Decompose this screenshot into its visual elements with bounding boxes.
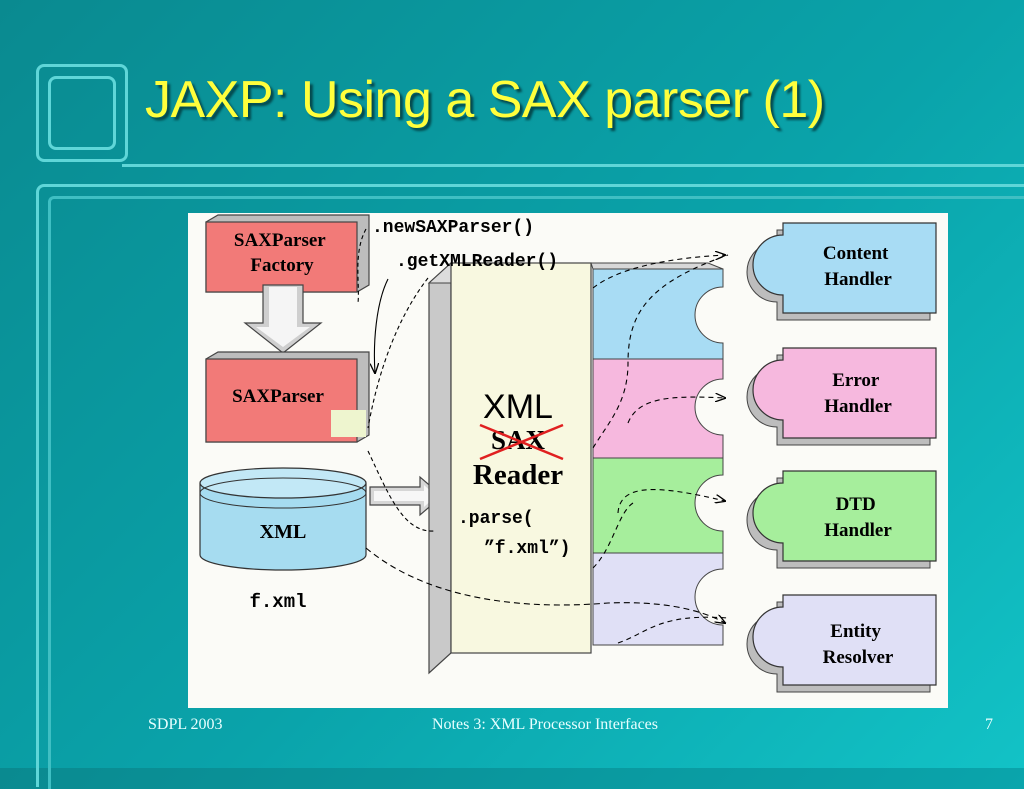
parser-call-line: [367, 277, 429, 429]
frame-inner-top: [48, 76, 116, 150]
reader-call-line: [367, 450, 435, 532]
dtd-handler-label: DTD Handler: [824, 494, 892, 541]
sax-diagram: SAXParser Factory SAXParser XML f.xml XM…: [199, 214, 937, 693]
frame-outer-bottom: [36, 184, 1024, 787]
error-handler-line1: Error: [832, 370, 880, 391]
footer-center: Notes 3: XML Processor Interfaces: [432, 716, 659, 733]
frame-outer-top: [36, 64, 128, 162]
entity-resolver-line1: Entity: [830, 621, 881, 642]
dtd-handler-line1: DTD: [836, 494, 876, 515]
factory-label-line1: SAXParser: [234, 230, 326, 251]
dtd-handler-box: DTD Handler: [746, 470, 937, 569]
factory-to-parser-arrow: [243, 284, 323, 354]
get-reader-arrow: [374, 278, 389, 373]
slide-title: JAXP: Using a SAX parser (1): [145, 71, 825, 129]
saxparser-factory-box: SAXParser Factory: [205, 214, 370, 293]
reader-reader-label: Reader: [473, 459, 563, 491]
diagram-panel: SAXParser Factory SAXParser XML f.xml XM…: [188, 213, 948, 708]
entity-resolver-label: Entity Resolver: [823, 621, 894, 668]
error-handler-box: Error Handler: [746, 347, 937, 446]
content-handler-box: Content Handler: [746, 222, 937, 321]
dtd-handler-line2: Handler: [824, 520, 892, 541]
factory-label: SAXParser Factory: [234, 230, 330, 276]
content-callback-line: [592, 254, 729, 449]
entity-callback-line: [617, 616, 729, 644]
title-rule: [122, 164, 1024, 167]
file-name-label: f.xml: [249, 591, 306, 613]
connectors: [357, 228, 729, 644]
content-handler-line1: Content: [823, 243, 889, 264]
parse-label-line1: .parse(: [458, 509, 534, 529]
entity-resolver-box: Entity Resolver: [746, 594, 937, 693]
content-handler-label: Content Handler: [823, 243, 893, 290]
sax-strike-2: [479, 423, 564, 461]
error-handler-label: Error Handler: [824, 370, 892, 417]
footer-left: SDPL 2003: [148, 716, 223, 733]
xml-database: XML: [199, 467, 367, 571]
frame-inner-bottom: [48, 196, 1024, 789]
xml-database-label: XML: [260, 521, 307, 543]
footer-page-number: 7: [985, 716, 993, 733]
content-handler-link: [592, 255, 725, 289]
saxparser-label: SAXParser: [232, 386, 324, 407]
error-handler-line2: Handler: [824, 396, 892, 417]
xml-reader-block: XML SAX Reader: [427, 261, 593, 675]
saxparser-box: SAXParser: [205, 351, 370, 443]
entity-resolver-link: [365, 547, 725, 623]
new-sax-parser-label: .newSAXParser(): [372, 218, 534, 238]
reader-xml-label: XML: [483, 388, 553, 426]
parse-label-line2: ”f.xml”): [484, 539, 570, 559]
content-handler-line2: Handler: [824, 269, 892, 290]
entity-resolver-line2: Resolver: [823, 647, 894, 668]
error-handler-link: [627, 397, 725, 424]
handler-strips: [590, 262, 724, 646]
factory-label-line2: Factory: [250, 255, 314, 276]
get-xml-reader-label: .getXMLReader(): [396, 252, 558, 272]
factory-call-line: [357, 228, 367, 304]
